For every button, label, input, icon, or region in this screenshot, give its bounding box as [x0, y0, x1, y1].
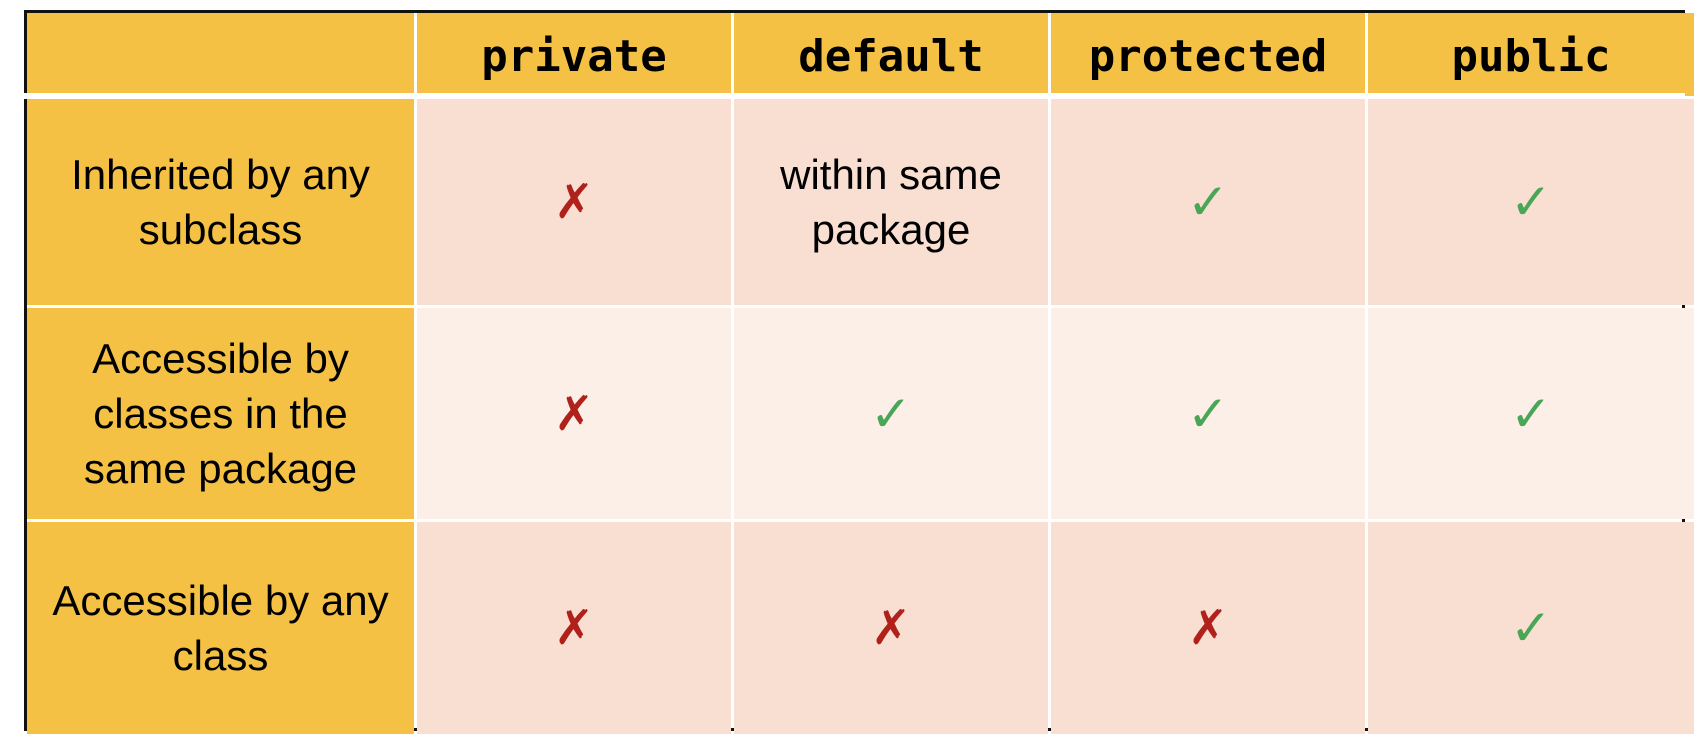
check-mark-icon: ✓	[1368, 308, 1694, 519]
access-modifier-table: private default protected public Inherit…	[24, 10, 1694, 734]
cross-mark-icon: ✗	[417, 308, 731, 519]
cell-text-within-same-package: within same package	[734, 99, 1048, 305]
check-mark-icon: ✓	[1368, 522, 1694, 734]
cross-mark-icon: ✗	[417, 522, 731, 734]
cross-mark-icon: ✗	[417, 99, 731, 305]
column-header-default: default	[734, 13, 1048, 96]
column-header-protected: protected	[1051, 13, 1365, 96]
check-mark-icon: ✓	[1051, 99, 1365, 305]
row-header-accessible-same-package: Accessible by classes in the same packag…	[27, 308, 414, 519]
check-mark-icon: ✓	[1368, 99, 1694, 305]
row-header-accessible-any-class: Accessible by any class	[27, 522, 414, 734]
row-header-inherited: Inherited by any subclass	[27, 99, 414, 305]
check-mark-icon: ✓	[1051, 308, 1365, 519]
column-header-private: private	[417, 13, 731, 96]
cross-mark-icon: ✗	[734, 522, 1048, 734]
check-mark-icon: ✓	[734, 308, 1048, 519]
column-header-public: public	[1368, 13, 1694, 96]
cross-mark-icon: ✗	[1051, 522, 1365, 734]
corner-cell	[27, 13, 414, 96]
